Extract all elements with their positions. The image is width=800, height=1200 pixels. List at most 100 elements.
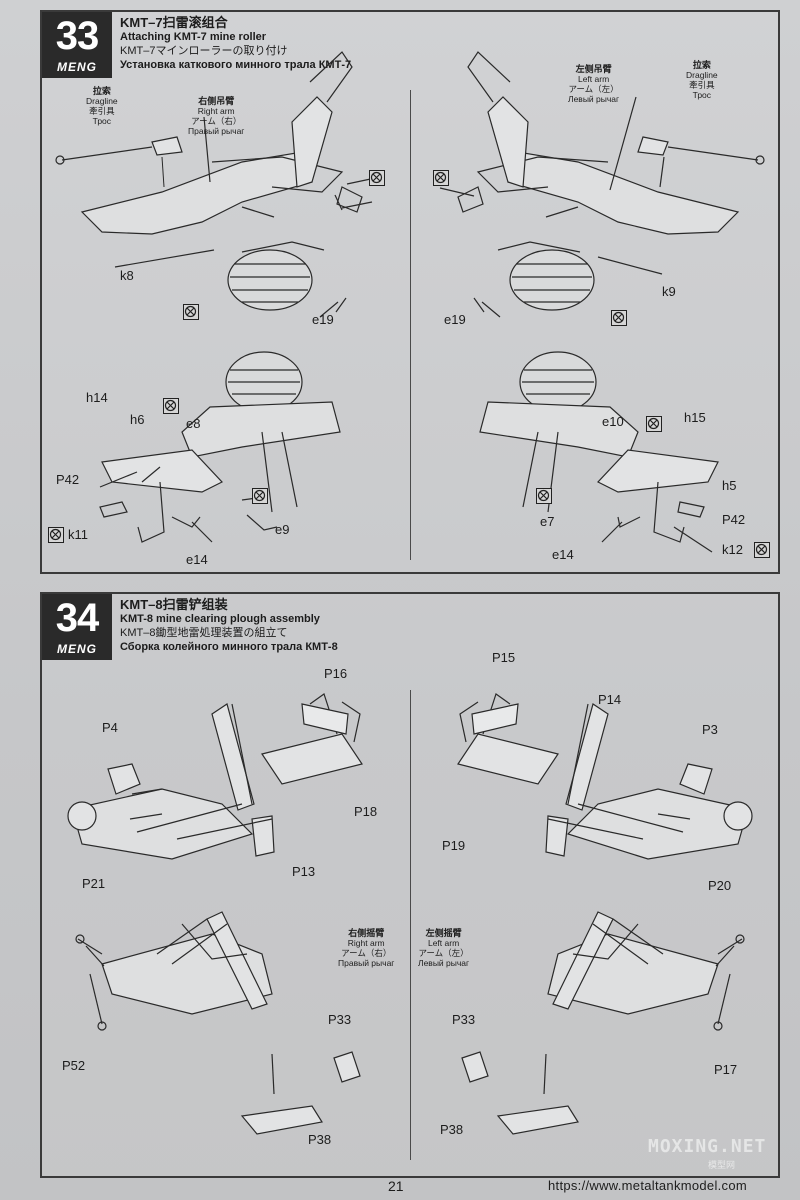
part-label: e19 [444,312,466,327]
part-label: P17 [714,1062,738,1077]
title-ru: Сборка колейного минного трала КМТ-8 [120,641,338,653]
callout-en: Dragline [86,96,118,106]
part-label: P33 [328,1012,352,1027]
step-titles: KMT–8扫雷铲组装 KMT-8 mine clearing plough as… [120,598,338,654]
title-zh: KMT–8扫雷铲组装 [120,597,228,612]
part-label: P38 [308,1132,332,1147]
callout-right-arm: 右侧摇臂 Right arm アーム（右） Правый рычаг [338,928,394,968]
part-label: k8 [120,268,134,283]
page-number: 21 [388,1178,404,1194]
callout-en: Dragline [686,70,718,80]
callout-zh: 拉索 [92,86,111,96]
no-glue-icon [369,170,385,186]
part-label: h14 [86,390,108,405]
part-label: P14 [598,692,622,707]
part-label: e14 [552,547,574,562]
title-en: KMT-8 mine clearing plough assembly [120,613,320,625]
part-label: P3 [702,722,718,737]
part-label: h5 [722,478,737,493]
watermark-sub: 模型网 [708,1160,736,1170]
no-glue-icon [163,398,179,414]
no-glue-icon [433,170,449,186]
part-label: e10 [602,414,624,429]
part-label: k9 [662,284,676,299]
callout-ja: アーム（右） [191,116,242,126]
brand-logo: MENG [57,60,97,74]
callout-en: Left arm [577,74,610,84]
no-glue-icon [48,527,64,543]
no-glue-icon [754,542,770,558]
part-label: P21 [82,876,106,891]
callout-ja: 牽引具 [689,80,715,90]
part-label: e19 [312,312,334,327]
callout-ru: Правый рычаг [188,126,245,136]
callout-ja: アーム（左） [568,84,619,94]
part-label: e7 [540,514,555,529]
watermark: MOXING.NET [648,1136,767,1157]
callout-ja: アーム（左） [418,948,469,958]
callout-zh: 拉索 [692,60,711,70]
center-divider [410,690,411,1160]
callout-ru: Трос [92,116,112,126]
roller-assembly-drawing [55,51,765,553]
no-glue-icon [536,488,552,504]
callout-ru: Правый рычаг [338,958,395,968]
title-zh: KMT–7扫雷滚组合 [120,15,228,30]
callout-zh: 左侧摇臂 [425,928,462,938]
part-label: P20 [708,878,732,893]
part-label: P19 [442,838,466,853]
center-divider [410,90,411,560]
source-url: https://www.metaltankmodel.com [548,1178,748,1193]
part-label: P42 [56,472,80,487]
part-label: P52 [62,1058,86,1073]
part-label: P16 [324,666,348,681]
brand-logo: MENG [57,642,97,656]
callout-en: Right arm [197,106,235,116]
part-label: k12 [722,542,743,557]
callout-dragline-right: 拉索 Dragline 牽引具 Трос [686,60,718,100]
callout-ru: Трос [692,90,712,100]
callout-ru: Левый рычаг [418,958,470,968]
part-label: e9 [275,522,290,537]
callout-zh: 右侧摇臂 [348,928,385,938]
part-label: h6 [130,412,145,427]
no-glue-icon [646,416,662,432]
callout-zh: 右侧吊臂 [198,96,235,106]
step-titles: KMT–7扫雷滚组合 Attaching KMT-7 mine roller K… [120,16,351,72]
part-label: P13 [292,864,316,879]
no-glue-icon [183,304,199,320]
callout-dragline-left: 拉索 Dragline 牽引具 Трос [86,86,118,126]
callout-ja: アーム（右） [341,948,392,958]
part-label: P42 [722,512,746,527]
title-ja: KMT–7マインローラーの取り付け [120,45,288,57]
part-label: P38 [440,1122,464,1137]
step-34-panel: 34 MENG KMT–8扫雷铲组装 KMT-8 mine clearing p… [40,592,780,1178]
step-number: 33 [55,14,100,58]
step-number-badge: 33 MENG [42,12,112,78]
part-label: k11 [68,527,88,542]
part-label: h15 [684,410,706,425]
callout-zh: 左侧吊臂 [575,64,612,74]
title-ja: KMT–8鋤型地雷処理装置の組立て [120,627,288,639]
no-glue-icon [611,310,627,326]
title-ru: Установка каткового минного трала КМТ-7 [120,59,352,71]
callout-left-arm: 左侧吊臂 Left arm アーム（左） Левый рычаг [568,64,619,104]
plough-assembly-drawing [67,693,753,1135]
step-number-badge: 34 MENG [42,594,112,660]
callout-ja: 牽引具 [89,106,115,116]
part-label: P18 [354,804,378,819]
callout-en: Left arm [427,938,460,948]
step-number: 34 [55,596,100,640]
part-label: P4 [102,720,118,735]
callout-left-arm: 左侧摇臂 Left arm アーム（左） Левый рычаг [418,928,469,968]
no-glue-icon [252,488,268,504]
part-label: e14 [186,552,208,567]
callout-right-arm: 右侧吊臂 Right arm アーム（右） Правый рычаг [188,96,244,136]
step-33-panel: 33 MENG KMT–7扫雷滚组合 Attaching KMT-7 mine … [40,10,780,574]
part-label: e8 [186,416,201,431]
part-label: P33 [452,1012,476,1027]
title-en: Attaching KMT-7 mine roller [120,31,267,43]
callout-en: Right arm [347,938,385,948]
callout-ru: Левый рычаг [568,94,620,104]
